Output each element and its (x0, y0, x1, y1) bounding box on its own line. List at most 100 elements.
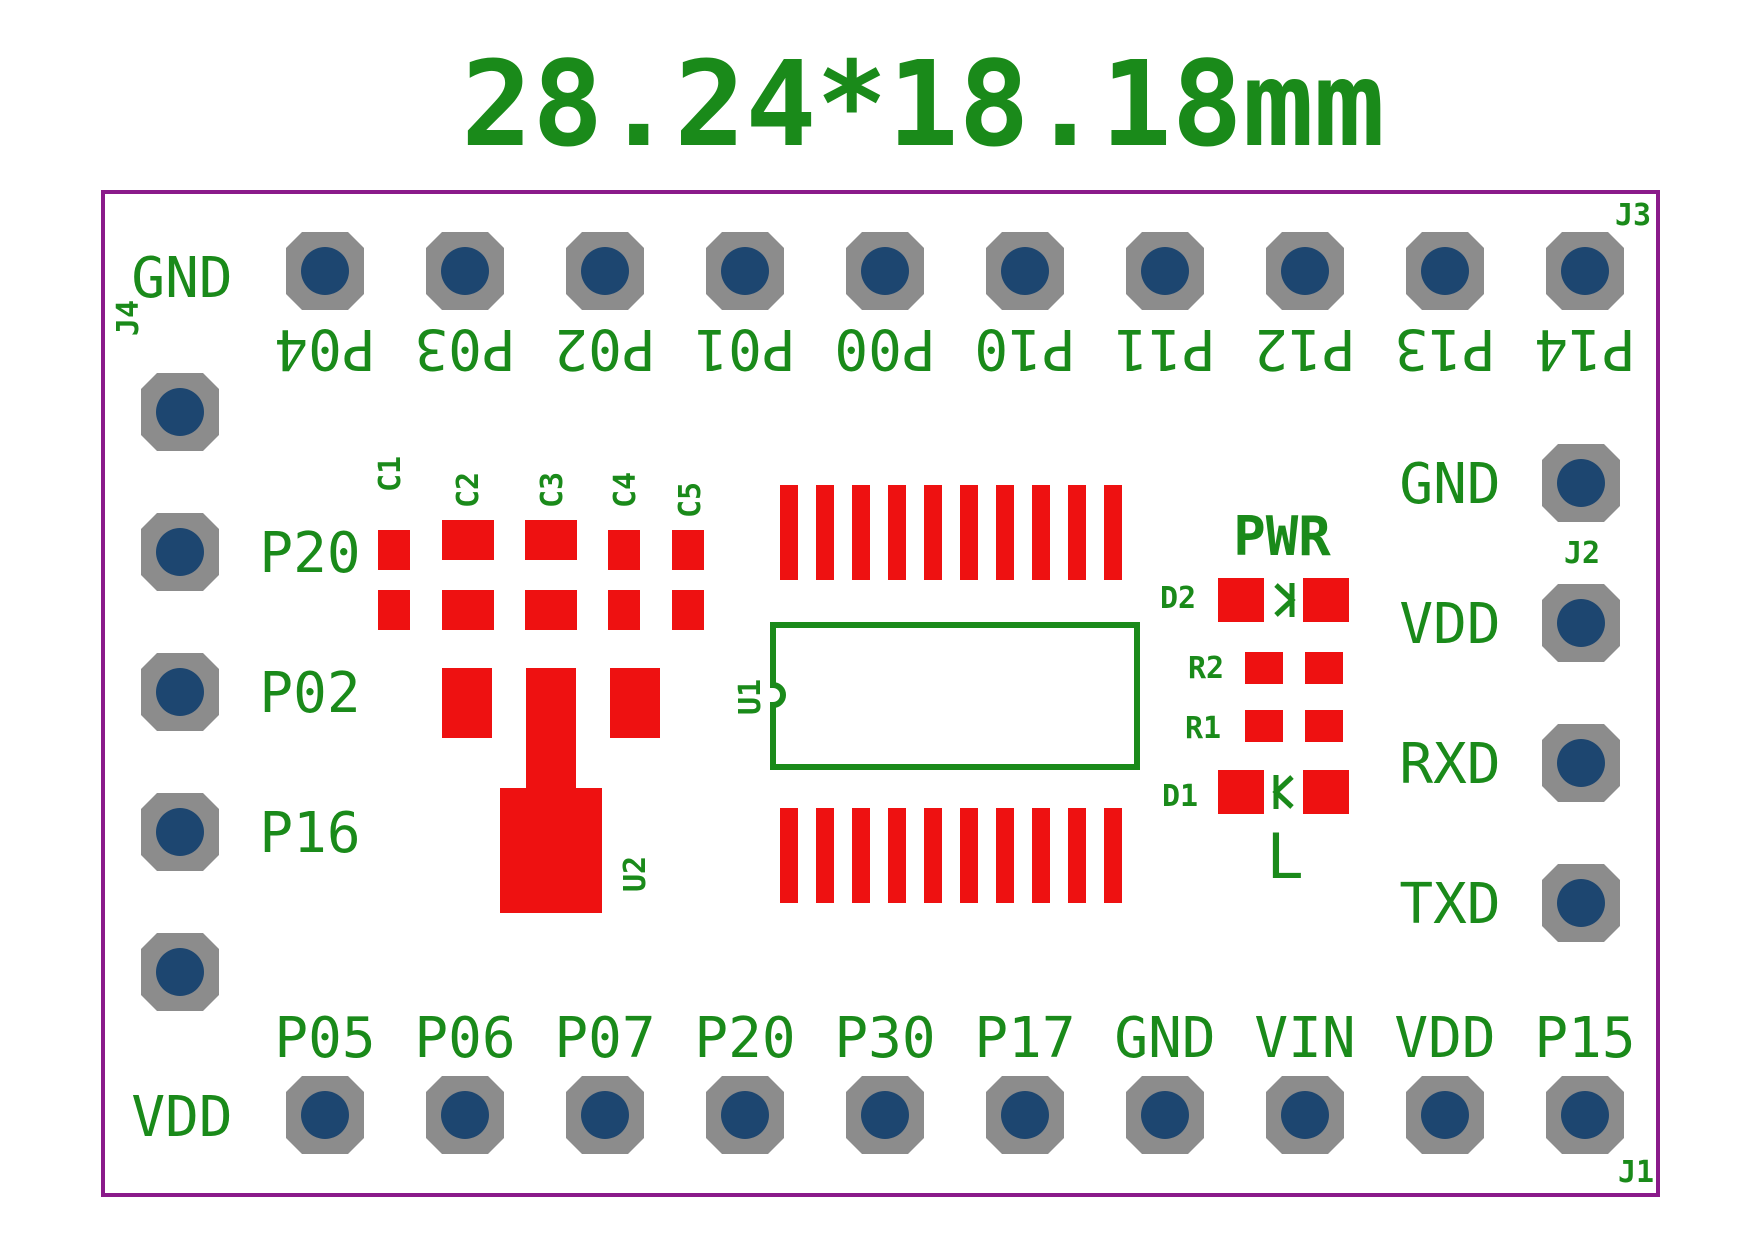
u1-pin (888, 808, 906, 903)
j2-pin-label: VDD (1399, 592, 1500, 657)
j1-pad (286, 1076, 364, 1154)
u1-pin (852, 808, 870, 903)
j1-pad (1266, 1076, 1344, 1154)
u1-bottom-pins (780, 808, 1122, 903)
u1-label: U1 (733, 679, 768, 715)
j4-pad (141, 653, 219, 731)
j4-pad (141, 513, 219, 591)
u1-pin (816, 485, 834, 580)
d1-pad-right (1303, 770, 1349, 814)
c3-pad-bottom (525, 590, 577, 630)
j1-pin-label: P05 (274, 1006, 375, 1071)
c4-pad-top (608, 530, 640, 570)
c2-pad-top (442, 520, 494, 560)
j3-pin-label: P01 (694, 316, 795, 381)
c2-pad-bottom (442, 590, 494, 630)
cap-label-c5: C5 (673, 482, 708, 518)
j1-pad (426, 1076, 504, 1154)
j3-side-label: GND (131, 246, 232, 311)
j1-pin-label: P20 (694, 1006, 795, 1071)
u1-pin (960, 485, 978, 580)
j3-pin-label: P13 (1394, 316, 1495, 381)
j2-pin-label: RXD (1399, 732, 1500, 797)
l-label: L (1266, 820, 1303, 893)
u1-pin (1068, 485, 1086, 580)
u1-pin (780, 485, 798, 580)
u1-pin (1032, 485, 1050, 580)
j1-pad (1406, 1076, 1484, 1154)
u2-pad-right (610, 668, 660, 738)
j1-pad (1546, 1076, 1624, 1154)
c3-pad-top (525, 520, 577, 560)
j4-pin-label: P16 (259, 801, 360, 866)
u2-regulator-footprint (442, 668, 660, 913)
j3-pad (986, 232, 1064, 310)
j3-pin-label: P11 (1114, 316, 1215, 381)
u1-pin (996, 808, 1014, 903)
r2-label: R2 (1188, 651, 1224, 686)
u1-ic-footprint (770, 485, 1140, 903)
j1-pad (986, 1076, 1064, 1154)
connector-label-j2: J2 (1564, 536, 1600, 571)
connector-label-j4: J4 (111, 300, 146, 336)
r2-pad-right (1305, 652, 1343, 684)
u1-pin (1032, 808, 1050, 903)
j1-pads (286, 1076, 1624, 1154)
cap-label-c3: C3 (535, 472, 570, 508)
u1-pin (888, 485, 906, 580)
c4-pad-bottom (608, 590, 640, 630)
j2-pad (1542, 724, 1620, 802)
r1-pad-right (1305, 710, 1343, 742)
j1-pad (566, 1076, 644, 1154)
j3-pads (286, 232, 1624, 310)
u1-pin (852, 485, 870, 580)
capacitor-pads (378, 520, 704, 630)
j2-pin-label: TXD (1399, 872, 1500, 937)
j4-pin-label: P20 (259, 521, 360, 586)
j3-pin-label: P12 (1254, 316, 1355, 381)
d2-pad-left (1218, 578, 1264, 622)
u1-pin (780, 808, 798, 903)
j3-pin-label: P04 (274, 316, 375, 381)
j1-pin-label: GND (1114, 1006, 1215, 1071)
u1-pin (996, 485, 1014, 580)
u1-pin (1068, 808, 1086, 903)
r2-pad-left (1245, 652, 1283, 684)
u1-pin (924, 808, 942, 903)
j2-pad (1542, 864, 1620, 942)
j3-pad (706, 232, 784, 310)
u2-label: U2 (618, 856, 653, 892)
j1-pad (706, 1076, 784, 1154)
c1-pad-top (378, 530, 410, 570)
j1-pin-label: VIN (1254, 1006, 1355, 1071)
j3-pin-label: P10 (974, 316, 1075, 381)
u1-pin (960, 808, 978, 903)
j3-pad (1546, 232, 1624, 310)
board-outline (101, 190, 1660, 1197)
j3-pad (426, 232, 504, 310)
j3-pad (1266, 232, 1344, 310)
j2-pin-label: GND (1399, 452, 1500, 517)
j1-pad (1126, 1076, 1204, 1154)
u2-pad-center (526, 668, 576, 788)
c5-pad-bottom (672, 590, 704, 630)
c1-pad-bottom (378, 590, 410, 630)
j3-pin-label: P14 (1534, 316, 1635, 381)
j4-pads (141, 373, 219, 1011)
j3-pin-label: P00 (834, 316, 935, 381)
r1-label: R1 (1185, 711, 1221, 746)
j4-pin-label: P02 (259, 661, 360, 726)
j4-pad (141, 933, 219, 1011)
j3-pad (566, 232, 644, 310)
j2-labels: GND VDD RXD TXD (1399, 452, 1500, 937)
j1-side-label: VDD (131, 1085, 232, 1150)
j3-pad (286, 232, 364, 310)
u2-pad-left (442, 668, 492, 738)
j3-pin-label: P02 (554, 316, 655, 381)
j2-header: GND VDD RXD TXD (1399, 444, 1620, 942)
